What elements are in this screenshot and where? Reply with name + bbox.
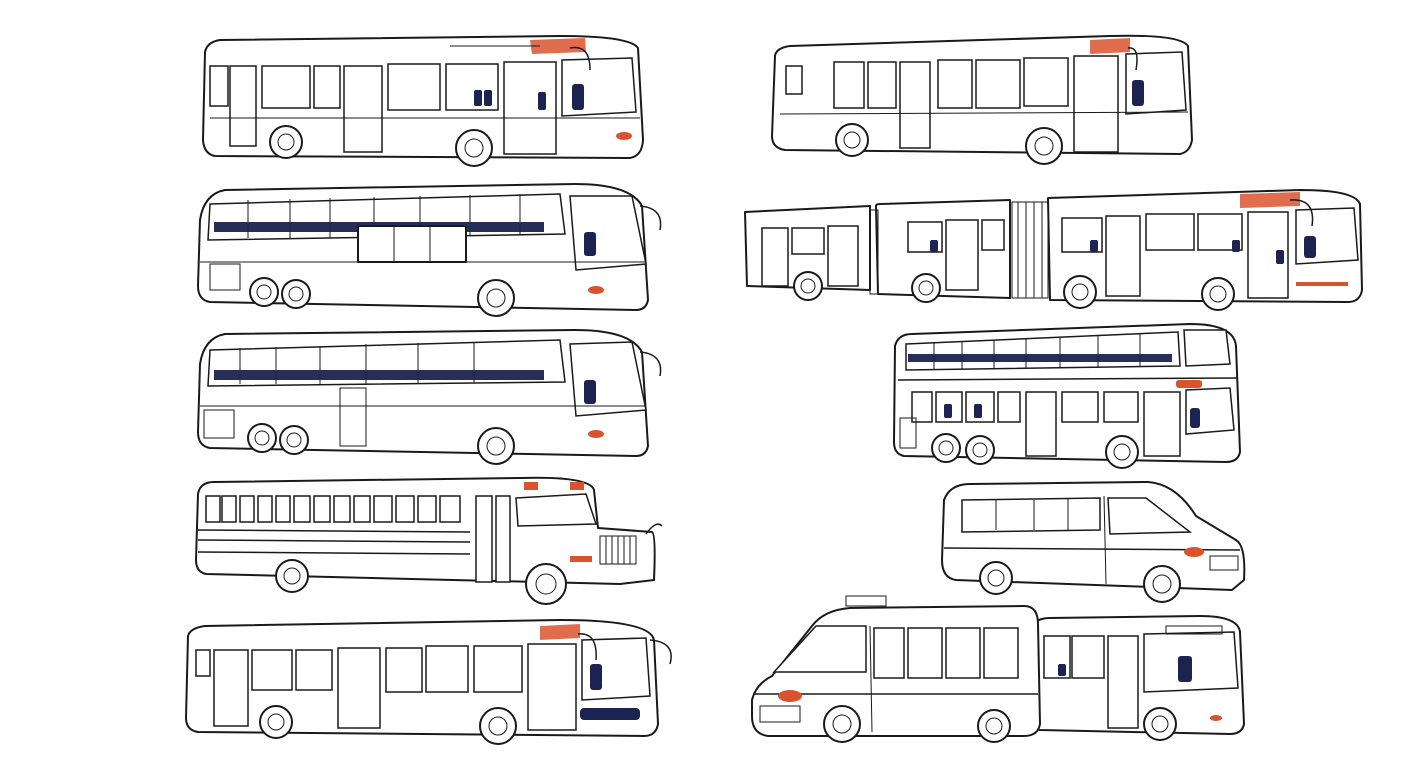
van [751, 595, 1041, 743]
city-bus-3 [185, 619, 672, 745]
coach-1 [197, 183, 662, 317]
school-bus [195, 476, 663, 605]
articulated-bus [744, 189, 1363, 311]
double-decker-bus [893, 323, 1241, 469]
midi-bus [1027, 615, 1245, 741]
city-bus-2 [771, 34, 1193, 165]
minibus-van [941, 481, 1246, 603]
city-bus-1 [202, 35, 644, 167]
coach-2 [197, 329, 662, 465]
